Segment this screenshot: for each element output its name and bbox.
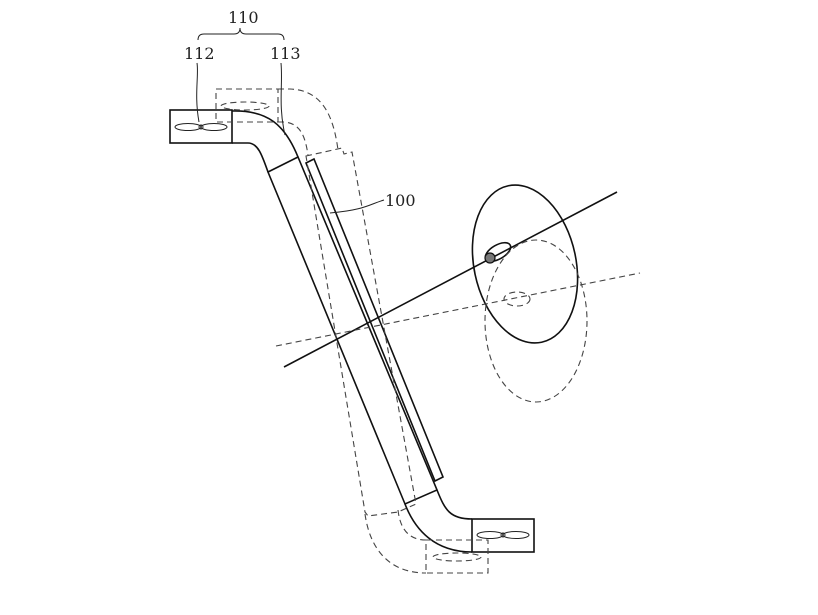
sight-line-moved [275, 272, 641, 347]
lower-fan-moved-icon [432, 552, 482, 562]
label-100: 100 [385, 191, 416, 210]
label-113: 113 [270, 44, 301, 63]
label-110: 110 [228, 8, 259, 27]
upper-fan-housing [169, 109, 233, 144]
head-outline [471, 184, 579, 344]
dashed-assembly [215, 88, 489, 574]
head-outline-moved [484, 239, 588, 403]
eye-moved-icon [503, 291, 531, 307]
upper-fan-housing-moved [215, 88, 279, 123]
upper-duct-outer [231, 110, 299, 158]
sight-line [283, 191, 618, 368]
lower-duct-outer [404, 503, 473, 553]
lower-duct-inner [436, 489, 473, 520]
panel-plate [304, 157, 445, 483]
lower-fan-housing [471, 518, 535, 553]
leader-112 [196, 62, 200, 123]
reference-labels: 110 112 113 100 [184, 8, 416, 214]
leader-100 [329, 199, 385, 214]
label-112: 112 [184, 44, 215, 63]
leader-113 [280, 62, 286, 136]
upper-duct-inner [232, 142, 269, 173]
solid-assembly [169, 109, 535, 553]
upper-fan-moved-icon [220, 101, 270, 111]
pupil [484, 252, 496, 264]
viewer-eye [275, 184, 641, 403]
upper-fan-icon [174, 123, 228, 131]
brace [197, 27, 285, 41]
lower-fan-housing-moved [425, 539, 489, 574]
lower-fan-icon [476, 531, 530, 539]
